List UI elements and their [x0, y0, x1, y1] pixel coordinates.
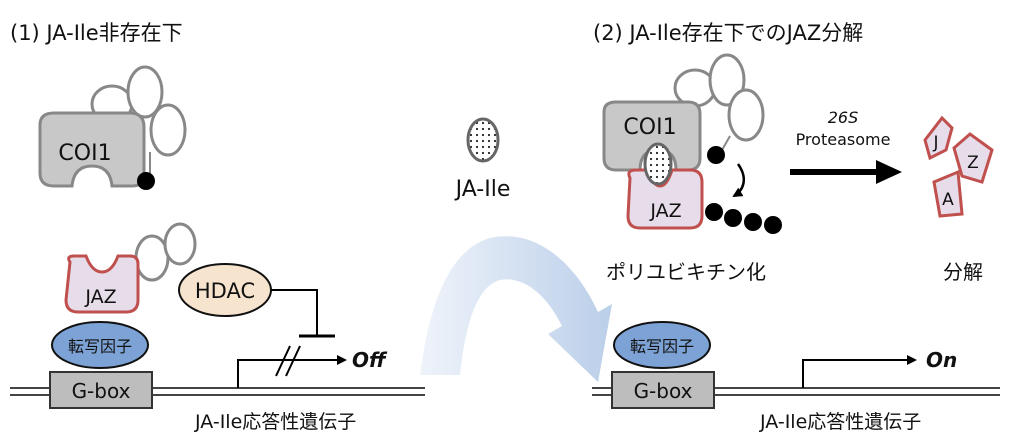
topless-subunit-2 [163, 222, 197, 266]
transition-arrow [420, 236, 612, 382]
fragment-z [952, 132, 994, 184]
hdac-label: HDAC [195, 279, 255, 303]
off-label: Off [352, 348, 388, 372]
ja-ile-label: JA-Ile [454, 177, 511, 202]
repressor-complex-left: JAZ HDAC [64, 222, 335, 338]
proteasome-label-line1: 26S [828, 108, 859, 127]
coi1-complex-left: COI1 [38, 65, 187, 190]
gene-label-left: JA-Ile応答性遺伝子 [194, 411, 356, 433]
jaz-label-right: JAZ [649, 200, 681, 222]
transcription-factor-right [613, 321, 711, 369]
jaz-label-left: JAZ [84, 286, 116, 308]
fragment-a-label: A [942, 190, 954, 210]
coi1-body-left [38, 111, 146, 188]
tf-label-right: 転写因子 [630, 337, 694, 356]
right-panel-title: (2) JA-Ile存在下でのJAZ分解 [593, 21, 863, 45]
gbox-label-right: G-box [634, 379, 693, 403]
on-label: On [926, 348, 957, 372]
degradation-label: 分解 [943, 260, 983, 284]
gene-label-right: JA-Ile応答性遺伝子 [759, 411, 921, 433]
coi1-label-right: COI1 [623, 115, 676, 140]
jaz-fragments: J Z A [923, 115, 994, 218]
gbox-left [49, 371, 153, 409]
left-panel-title: (1) JA-Ile非存在下 [10, 21, 183, 45]
topless-subunit-1 [134, 234, 170, 282]
ja-ile-molecule [466, 117, 500, 163]
ubiquitin-2 [724, 209, 742, 227]
transcription-arrow-right [802, 355, 917, 388]
gbox-label-left: G-box [72, 379, 131, 403]
ubiquitin-4 [764, 216, 782, 234]
block-slash-1 [275, 345, 291, 377]
ubiquitin-dot-left [137, 172, 155, 190]
gbox-right [611, 371, 715, 409]
proteasome-arrow-head [876, 160, 902, 184]
ubiquitin-dot-right [707, 146, 725, 164]
ubiquitin-1 [705, 203, 723, 221]
ja-ile-bound [643, 142, 673, 186]
ubiquitination-label: ポリユビキチン化 [606, 260, 766, 284]
fragment-j-label: J [932, 133, 938, 153]
coi1-subunit-left-3 [149, 103, 187, 157]
coi1-subunit-right-2 [708, 53, 746, 107]
coi1-subunit-right-3 [727, 88, 765, 142]
fragment-z-label: Z [967, 153, 979, 173]
coi1-subunit-left-2 [126, 65, 164, 119]
hdac-repression-line [271, 289, 318, 336]
coi1-label-left: COI1 [58, 141, 111, 166]
ubiquitin-3 [744, 213, 762, 231]
fragment-j [923, 115, 954, 161]
transcription-factor-left [51, 321, 149, 369]
transcription-arrow-left [237, 355, 347, 388]
coi1-complex-right: COI1 JAZ [602, 53, 765, 230]
tf-label-left: 転写因子 [68, 337, 132, 356]
coi1-linker-right [721, 135, 731, 151]
jaz-protein-left [64, 254, 140, 314]
fragment-a [932, 169, 964, 218]
ubiquitin-transfer-arrow [732, 163, 746, 198]
proteasome-label-line2: Proteasome [796, 130, 891, 149]
polyubiquitin-chain [705, 203, 782, 234]
block-slash-2 [285, 345, 301, 377]
